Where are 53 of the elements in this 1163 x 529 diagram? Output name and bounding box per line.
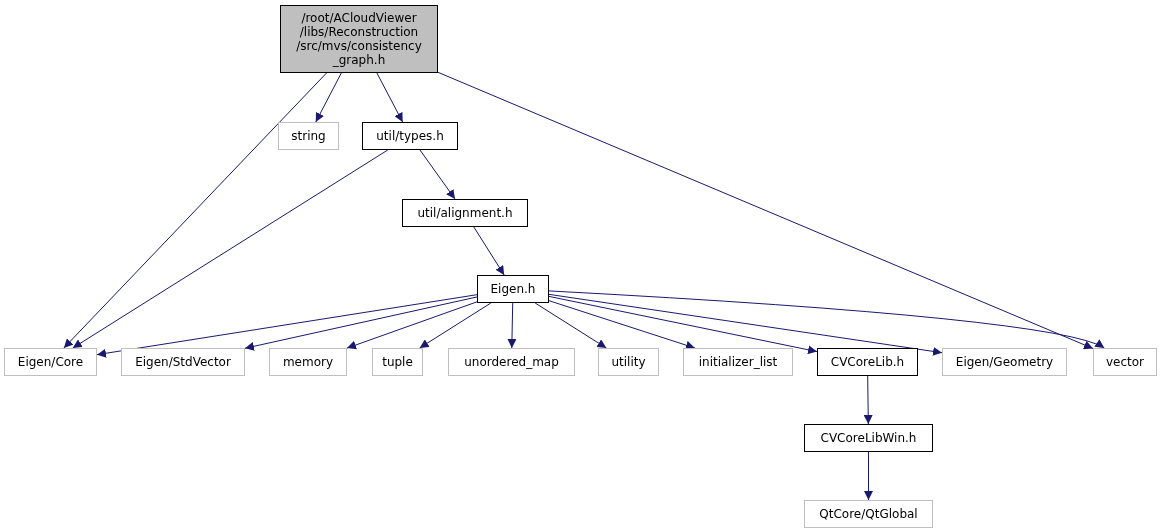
arrow — [473, 226, 505, 276]
file-name: Eigen/Geometry — [955, 355, 1054, 369]
arrow — [864, 451, 873, 501]
file-name: string — [291, 129, 326, 143]
file-name: /root/ACloudViewer /libs/Reconstruction /src/mvs/consistency _graph.h — [295, 11, 423, 67]
file-box — [817, 348, 918, 376]
file-name: Eigen.h — [490, 282, 536, 296]
file-name: CVCoreLib.h — [830, 355, 905, 369]
arrow — [548, 295, 818, 355]
file-box — [804, 424, 933, 452]
arrow — [63, 72, 328, 349]
file-name: utility — [611, 355, 646, 369]
arrow — [96, 294, 478, 358]
file-box — [280, 5, 438, 73]
arrow — [548, 293, 943, 356]
arrow — [507, 302, 517, 349]
file-box — [402, 199, 528, 227]
file-box — [804, 500, 933, 528]
file-name: memory — [282, 355, 334, 369]
file-box — [372, 348, 423, 376]
arrow — [863, 375, 873, 425]
file-name: tuple — [382, 355, 413, 369]
file-box — [477, 275, 549, 303]
file-name: initializer_list — [698, 355, 778, 369]
file-box — [278, 122, 339, 150]
arrow — [437, 71, 1094, 350]
file-box — [4, 348, 97, 376]
file-name: Eigen/Core — [17, 355, 84, 369]
arrow — [346, 301, 478, 350]
file-name: QtCore/QtGlobal — [819, 507, 918, 521]
file-box — [269, 348, 347, 376]
arrow — [419, 302, 492, 349]
arrow — [376, 72, 404, 123]
file-name: CVCoreLibWin.h — [820, 431, 917, 445]
arrow — [72, 149, 389, 349]
file-name: vector — [1105, 355, 1145, 369]
arrow — [534, 302, 607, 349]
file-box — [121, 348, 245, 376]
arrow — [315, 72, 342, 123]
arrow — [419, 149, 456, 200]
file-box — [942, 348, 1067, 376]
arrow — [548, 300, 696, 350]
arrow — [244, 296, 478, 351]
file-box — [1093, 348, 1157, 376]
file-name: util/types.h — [376, 129, 444, 143]
arrow — [548, 290, 1105, 349]
file-name: Eigen/StdVector — [135, 355, 231, 369]
file-box — [598, 348, 659, 376]
file-box — [362, 122, 458, 150]
file-box — [683, 348, 793, 376]
file-name: unordered_map — [464, 355, 559, 369]
file-name: util/alignment.h — [417, 206, 513, 220]
file-box — [448, 348, 575, 376]
